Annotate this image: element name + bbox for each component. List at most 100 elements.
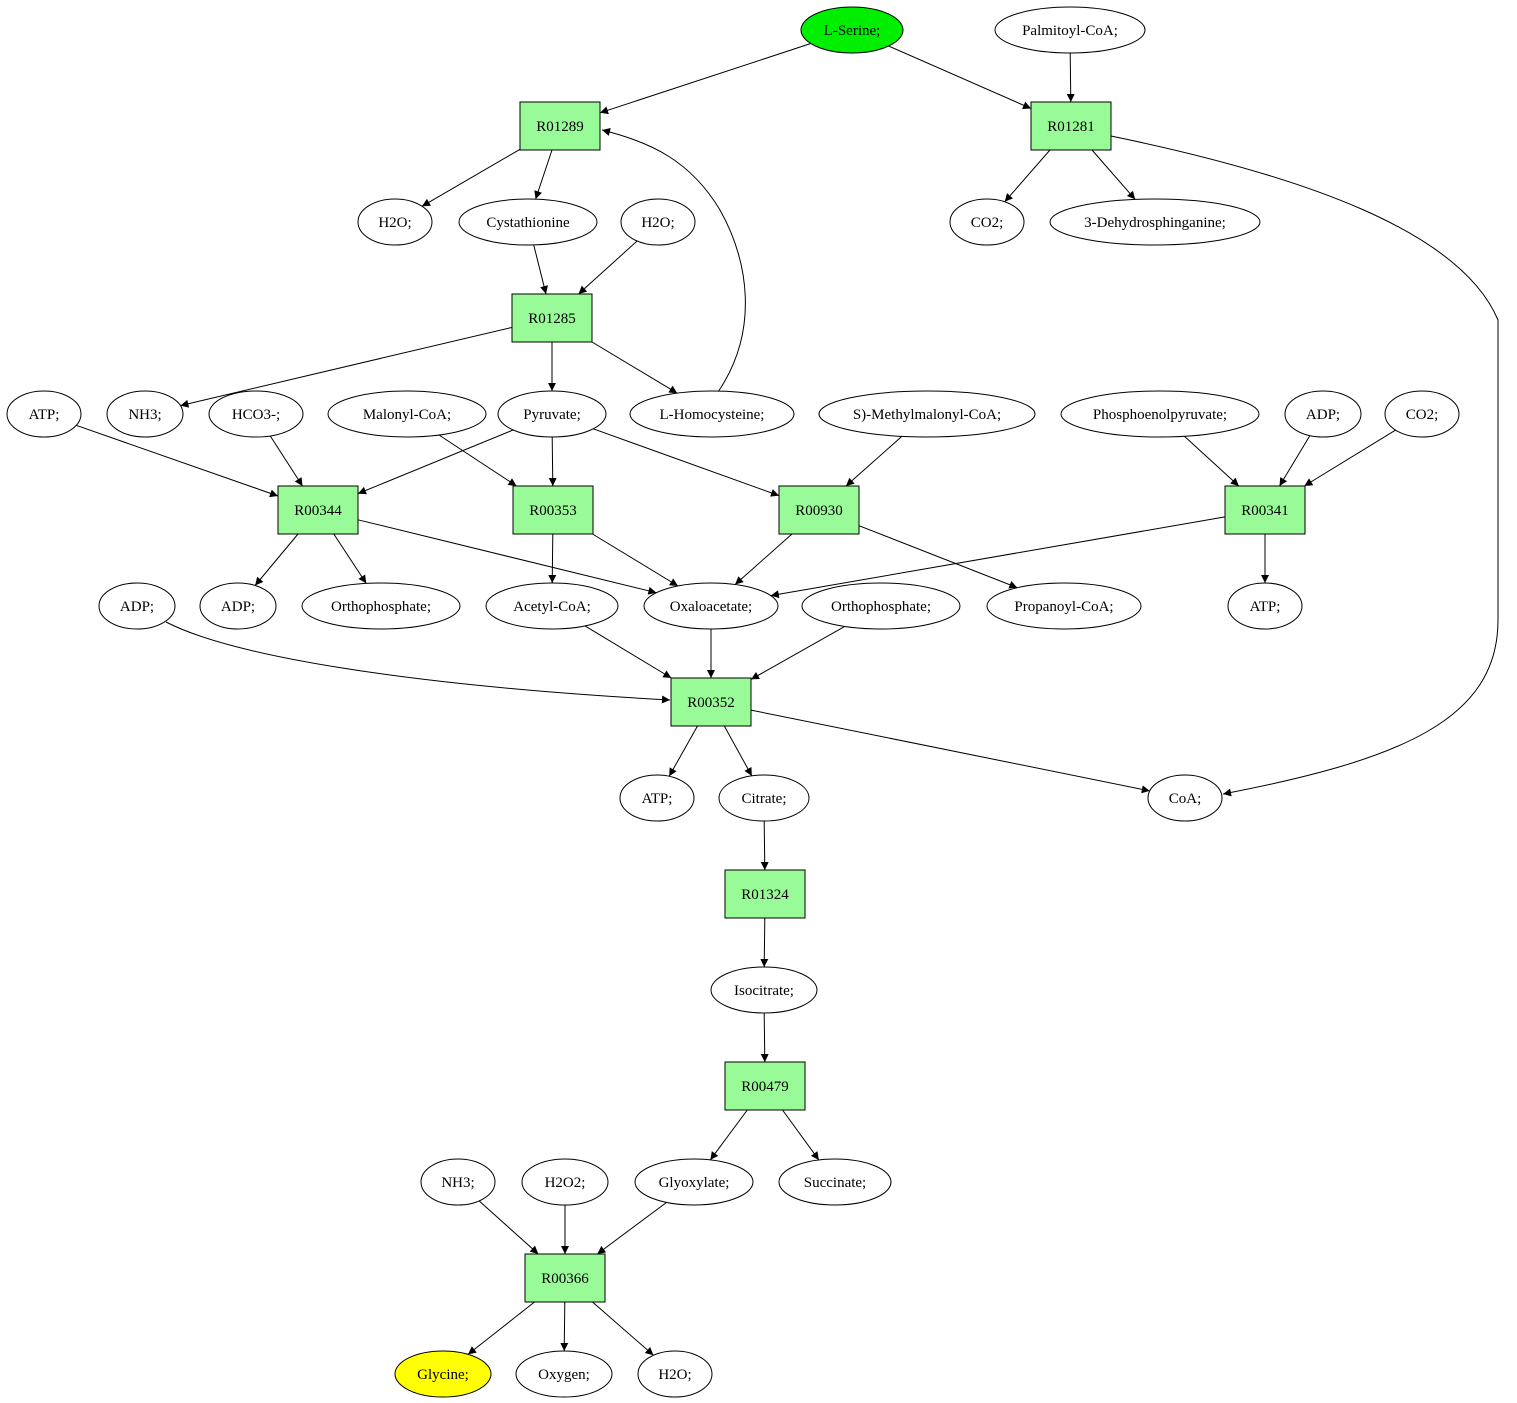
edge-atp_a-to-r00344: [76, 424, 279, 498]
node-label: R00341: [1241, 503, 1289, 519]
compound-ellipse: [643, 582, 779, 630]
compound-node-propanoyl: Propanoyl-CoA;: [986, 582, 1142, 630]
reaction-box: [519, 101, 601, 151]
node-label: Pyruvate;: [523, 407, 581, 423]
edge-r01285-to-lhomo: [591, 341, 678, 394]
edge-r00341-to-oxalo: [770, 516, 1226, 599]
compound-ellipse: [801, 582, 961, 630]
node-label: Cystathionine: [486, 215, 570, 231]
edge-glyoxylate-to-r00366: [597, 1201, 667, 1255]
node-label: Oxygen;: [538, 1367, 590, 1383]
compound-node-h2o_c: H2O;: [637, 1350, 713, 1398]
edge-ortho_b-to-r00352: [750, 625, 846, 680]
edge-r01281-to-coa: [1110, 135, 1499, 797]
edge-r00930-to-oxalo: [734, 533, 793, 585]
reaction-box: [1224, 485, 1306, 535]
compound-node-glyoxylate: Glyoxylate;: [634, 1158, 754, 1206]
compound-node-adp_b: ADP;: [98, 582, 176, 630]
compound-node-nh3_b: NH3;: [420, 1158, 496, 1206]
node-label: R00352: [687, 695, 735, 711]
edge-r01289-to-cystath: [534, 149, 553, 200]
node-label: L-Homocysteine;: [660, 407, 765, 423]
node-label: R00344: [294, 503, 342, 519]
compound-ellipse: [1284, 390, 1362, 438]
node-label: Glycine;: [417, 1367, 469, 1383]
compound-node-lhomo: L-Homocysteine;: [629, 390, 795, 438]
node-label: ADP;: [120, 599, 154, 615]
node-label: H2O2;: [545, 1175, 586, 1191]
node-label: NH3;: [128, 407, 161, 423]
node-label: R01289: [536, 119, 584, 135]
node-label: Glyoxylate;: [659, 1175, 730, 1191]
compound-node-isocitrate: Isocitrate;: [710, 966, 818, 1014]
compound-ellipse: [634, 1158, 754, 1206]
reaction-node-r00353: R00353: [512, 485, 594, 535]
edge-r00344-to-adp_c: [254, 533, 299, 586]
compound-ellipse: [778, 1158, 892, 1206]
compound-ellipse: [1060, 390, 1260, 438]
node-label: 3-Dehydrosphinganine;: [1084, 215, 1226, 231]
edge-cystath-to-r01285: [533, 244, 548, 295]
edge-r00352-to-atp_c: [668, 725, 698, 777]
reaction-box: [724, 1061, 806, 1111]
reaction-node-r00341: R00341: [1224, 485, 1306, 535]
edge-citrate-to-r01324: [760, 820, 769, 871]
node-label: Succinate;: [804, 1175, 866, 1191]
compound-ellipse: [6, 390, 82, 438]
compound-ellipse: [199, 582, 277, 630]
compound-node-palmitoyl: Palmitoyl-CoA;: [994, 6, 1146, 54]
node-label: R00479: [741, 1079, 789, 1095]
edge-r00366-to-glycine: [467, 1301, 535, 1355]
compound-ellipse: [420, 1158, 496, 1206]
compound-node-h2o_a: H2O;: [357, 198, 433, 246]
edge-r00344-to-oxalo: [357, 519, 657, 595]
compound-ellipse: [637, 1350, 713, 1398]
compound-ellipse: [515, 1350, 613, 1398]
node-label: Isocitrate;: [734, 983, 794, 999]
edge-pyruvate-to-r00930: [593, 428, 780, 497]
compound-ellipse: [986, 582, 1142, 630]
node-label: ATP;: [1250, 599, 1281, 615]
compound-ellipse: [521, 1158, 609, 1206]
edge-pyruvate-to-r00344: [357, 429, 514, 495]
reaction-box: [511, 293, 593, 343]
node-label: Propanoyl-CoA;: [1014, 599, 1113, 615]
edge-pep-to-r00341: [1184, 435, 1240, 487]
edge-r00344-to-ortho_a: [333, 533, 367, 584]
compound-node-pep: Phosphoenolpyruvate;: [1060, 390, 1260, 438]
node-label: ADP;: [221, 599, 255, 615]
reaction-box: [670, 677, 752, 727]
reaction-box: [724, 869, 806, 919]
compound-node-atp_c: ATP;: [619, 774, 695, 822]
compound-ellipse: [357, 198, 433, 246]
edge-r00366-to-h2o_c: [592, 1301, 654, 1356]
compound-node-oxygen: Oxygen;: [515, 1350, 613, 1398]
compound-node-cystath: Cystathionine: [458, 198, 598, 246]
node-label: Citrate;: [742, 791, 787, 807]
edge-r00353-to-acetyl: [548, 533, 557, 584]
reaction-node-r00479: R00479: [724, 1061, 806, 1111]
compound-node-ortho_b: Orthophosphate;: [801, 582, 961, 630]
reaction-node-r01289: R01289: [519, 101, 601, 151]
reaction-node-r00930: R00930: [778, 485, 860, 535]
node-label: R01324: [741, 887, 789, 903]
compound-node-co2_a: CO2;: [949, 198, 1025, 246]
compound-node-h2o_b: H2O;: [620, 198, 696, 246]
compound-ellipse: [994, 6, 1146, 54]
edge-r00479-to-succinate: [782, 1109, 820, 1161]
node-label: Palmitoyl-CoA;: [1022, 23, 1118, 39]
compound-node-atp_a: ATP;: [6, 390, 82, 438]
node-label: CO2;: [1406, 407, 1439, 423]
reaction-node-r00366: R00366: [524, 1253, 606, 1303]
compound-ellipse: [106, 390, 184, 438]
compound-node-co2_b: CO2;: [1384, 390, 1460, 438]
compound-ellipse: [327, 390, 487, 438]
node-label: R00366: [541, 1271, 589, 1287]
edge-r01285-to-nh3_a: [180, 326, 513, 408]
compound-ellipse: [718, 774, 810, 822]
compound-ellipse: [485, 582, 619, 630]
compound-ellipse: [1147, 774, 1223, 822]
compound-ellipse: [818, 390, 1036, 438]
